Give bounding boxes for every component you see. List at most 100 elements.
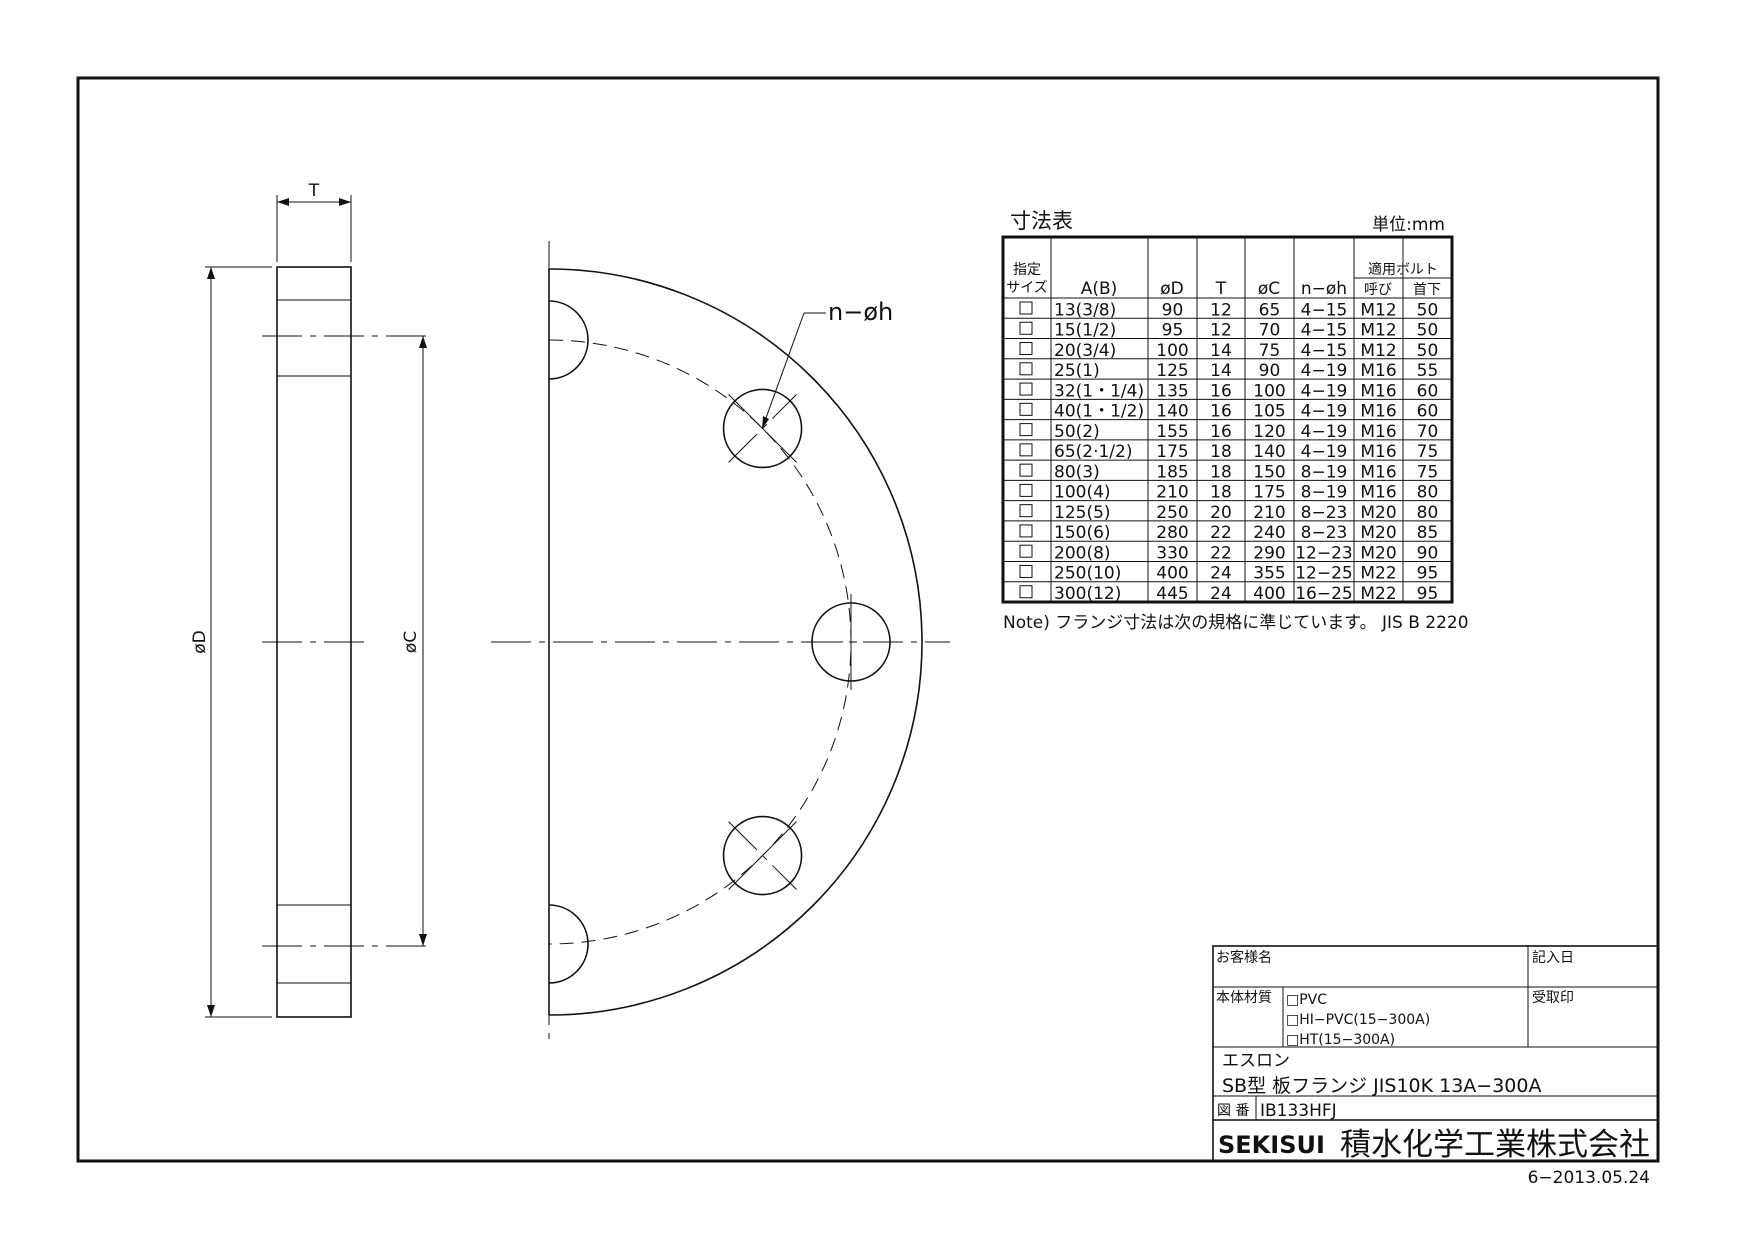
table-cell: 210 — [1156, 483, 1188, 503]
table-cell: 90 — [1259, 361, 1281, 381]
material-option[interactable]: □HT(15−300A) — [1286, 1032, 1395, 1048]
size-checkbox[interactable] — [1019, 321, 1033, 335]
table-cell: 32(1・1/4) — [1054, 381, 1144, 401]
size-checkbox[interactable] — [1019, 564, 1033, 578]
size-checkbox[interactable] — [1019, 301, 1033, 315]
half-bolt-hole — [548, 904, 589, 984]
table-cell: M16 — [1360, 462, 1396, 482]
table-cell: 4−19 — [1301, 402, 1348, 422]
table-cell: 4−19 — [1301, 442, 1348, 462]
header-bolt-nominal: 呼び — [1364, 282, 1392, 298]
receipt-label: 受取印 — [1532, 990, 1574, 1006]
table-cell: 50 — [1417, 341, 1439, 361]
dim-label-D: øD — [190, 630, 210, 654]
table-cell: 75 — [1417, 462, 1439, 482]
size-checkbox[interactable] — [1019, 483, 1033, 497]
table-cell: 75 — [1259, 341, 1281, 361]
table-cell: 20(3/4) — [1054, 341, 1116, 361]
table-cell: 140 — [1156, 402, 1188, 422]
size-checkbox[interactable] — [1019, 362, 1033, 376]
table-cell: 4−19 — [1301, 361, 1348, 381]
brand-name: エスロン — [1222, 1051, 1290, 1071]
table-cell: 70 — [1417, 422, 1439, 442]
table-cell: 80 — [1417, 483, 1439, 503]
table-cell: 12−25 — [1295, 564, 1353, 584]
revision-date: 6−2013.05.24 — [1528, 1168, 1650, 1188]
table-cell: 20 — [1210, 503, 1232, 523]
table-cell: 50 — [1417, 321, 1439, 341]
table-cell: 445 — [1156, 584, 1188, 604]
flange-outer-arc — [548, 268, 923, 1016]
table-cell: 400 — [1253, 584, 1285, 604]
bolt-hole — [722, 388, 803, 469]
size-checkbox[interactable] — [1019, 544, 1033, 558]
table-note: Note) フランジ寸法は次の規格に準じています。 JIS B 2220 — [1003, 613, 1469, 633]
half-bolt-hole — [548, 300, 589, 380]
table-cell: 280 — [1156, 523, 1188, 543]
size-checkbox[interactable] — [1019, 524, 1033, 538]
size-checkbox[interactable] — [1019, 342, 1033, 356]
front-view: n−øh — [491, 241, 950, 1042]
table-cell: M16 — [1360, 381, 1396, 401]
header-T: T — [1215, 279, 1227, 299]
table-cell: 18 — [1210, 442, 1232, 462]
drawing-no: IB133HFJ — [1260, 1101, 1337, 1121]
table-cell: 16 — [1210, 402, 1232, 422]
leader-line — [761, 312, 805, 430]
table-cell: 120 — [1253, 422, 1285, 442]
table-cell: 250 — [1156, 503, 1188, 523]
table-cell: 8−23 — [1301, 523, 1348, 543]
table-cell: 155 — [1156, 422, 1188, 442]
table-cell: 300(12) — [1054, 584, 1121, 604]
material-option[interactable]: □HI−PVC(15−300A) — [1286, 1012, 1430, 1028]
table-cell: 4−19 — [1301, 422, 1348, 442]
size-checkbox[interactable] — [1019, 443, 1033, 457]
table-cell: 40(1・1/2) — [1054, 402, 1144, 422]
table-cell: 50(2) — [1054, 422, 1100, 442]
table-cell: 100 — [1253, 381, 1285, 401]
table-cell: 135 — [1156, 381, 1188, 401]
table-cell: 4−15 — [1301, 341, 1348, 361]
table-cell: M20 — [1360, 523, 1396, 543]
material-option[interactable]: □PVC — [1286, 992, 1327, 1008]
table-cell: 22 — [1210, 543, 1232, 563]
size-checkbox[interactable] — [1019, 585, 1033, 599]
date-label: 記入日 — [1532, 949, 1574, 966]
size-checkbox[interactable] — [1019, 423, 1033, 437]
header-select: 指定 — [1013, 262, 1041, 278]
size-checkbox[interactable] — [1019, 382, 1033, 396]
header-D: øD — [1160, 279, 1184, 299]
size-checkbox[interactable] — [1019, 463, 1033, 477]
table-cell: 70 — [1259, 321, 1281, 341]
dim-label-T: T — [308, 181, 320, 201]
table-cell: 65 — [1259, 300, 1281, 320]
table-cell: 95 — [1162, 321, 1184, 341]
table-cell: M16 — [1360, 361, 1396, 381]
table-cell: 14 — [1210, 361, 1232, 381]
size-checkbox[interactable] — [1019, 504, 1033, 518]
table-cell: 330 — [1156, 543, 1188, 563]
table-cell: 140 — [1253, 442, 1285, 462]
table-cell: M22 — [1360, 584, 1396, 604]
table-cell: M16 — [1360, 442, 1396, 462]
table-cell: M16 — [1360, 402, 1396, 422]
table-cell: 240 — [1253, 523, 1285, 543]
table-cell: 90 — [1162, 300, 1184, 320]
table-cell: 400 — [1156, 564, 1188, 584]
table-cell: 175 — [1156, 442, 1188, 462]
size-checkbox[interactable] — [1019, 402, 1033, 416]
table-cell: 200(8) — [1054, 543, 1111, 563]
table-cell: 65(2·1/2) — [1054, 442, 1132, 462]
table-cell: M16 — [1360, 422, 1396, 442]
table-cell: 175 — [1253, 483, 1285, 503]
table-cell: 75 — [1417, 442, 1439, 462]
